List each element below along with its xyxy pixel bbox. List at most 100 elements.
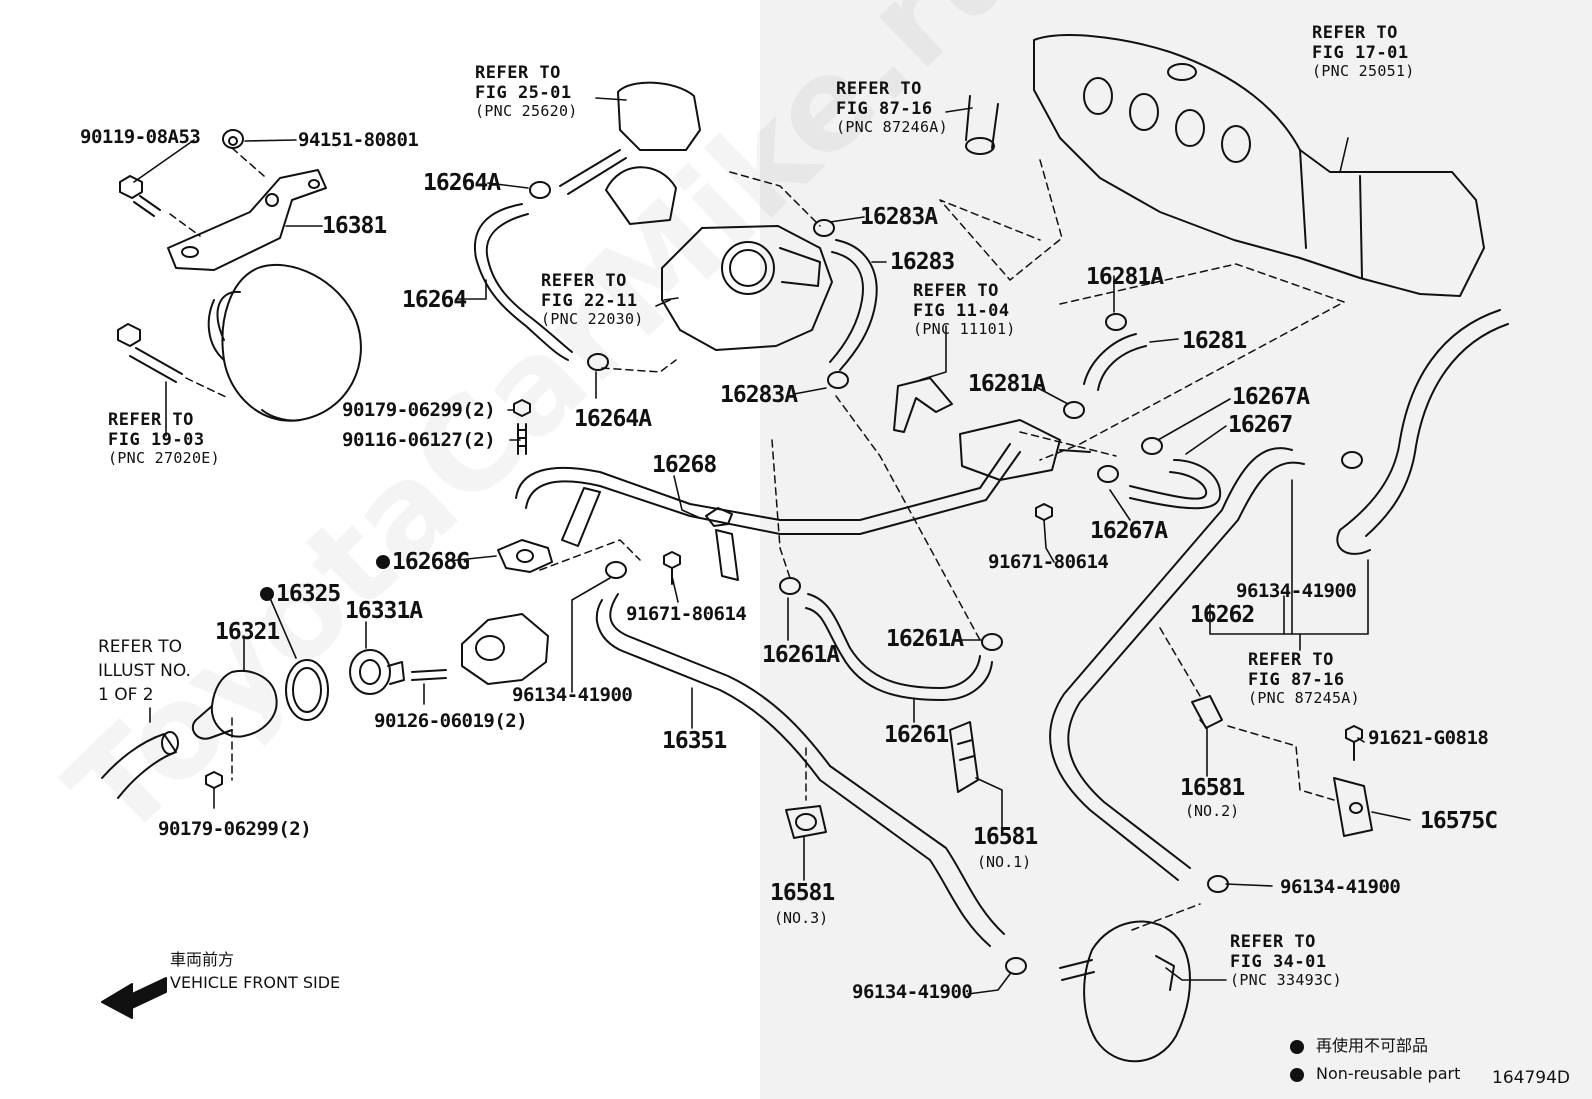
legend-dot [1290, 1040, 1304, 1054]
clamp-16264a-bot [587, 353, 609, 371]
bypass-pipe-16268 [515, 443, 1021, 547]
part-label[interactable]: 16325 [276, 581, 341, 607]
bolt-91671-b [1035, 503, 1053, 521]
part-label[interactable]: 96134-41900 [852, 981, 973, 1003]
part-label[interactable]: 16581 [770, 880, 835, 906]
water-inlet-housing [461, 613, 549, 685]
part-label[interactable]: 16283A [860, 204, 938, 230]
clamp-96134-b [1341, 451, 1363, 469]
part-label[interactable]: 16264 [402, 287, 467, 313]
part-label[interactable]: 16267 [1228, 412, 1293, 438]
part-label[interactable]: 16267A [1232, 384, 1310, 410]
part-label[interactable]: 16262 [1190, 602, 1255, 628]
thermostat-16331a [349, 649, 405, 695]
part-label[interactable]: 16575C [1420, 808, 1498, 834]
part-label[interactable]: 94151-80801 [298, 129, 419, 151]
shaded-area [760, 0, 1592, 1099]
part-label[interactable]: 16321 [215, 619, 280, 645]
part-label[interactable]: 90116-06127(2) [342, 429, 496, 451]
part-label[interactable]: 90179-06299(2) [158, 818, 312, 840]
water-union [959, 419, 1091, 481]
nut-90179-a [513, 399, 531, 417]
leader-lines [133, 97, 1411, 995]
part-label[interactable]: 16261A [886, 626, 964, 652]
legend-english: Non-reusable part [1316, 1064, 1461, 1083]
ref-line: (PNC 87245A) [1248, 689, 1360, 708]
part-label[interactable]: 16351 [662, 728, 727, 754]
stud-90116 [517, 423, 527, 455]
part-label[interactable]: 16281A [968, 371, 1046, 397]
part-label[interactable]: 96134-41900 [1280, 876, 1401, 898]
part-label[interactable]: 96134-41900 [512, 684, 633, 706]
part-label[interactable]: 16581 [1180, 775, 1245, 801]
hose-16281 [1083, 333, 1147, 391]
part-label[interactable]: 16261A [762, 642, 840, 668]
ref-fig-25-01: REFER TO FIG 25-01 (PNC 25620) [475, 63, 578, 121]
part-label[interactable]: 16261 [884, 722, 949, 748]
part-label[interactable]: 16581 [973, 824, 1038, 850]
part-label[interactable]: 91671-80614 [626, 603, 747, 625]
nut-90179-b [205, 771, 223, 789]
part-label[interactable]: 91621-G0818 [1368, 727, 1489, 749]
ref-fig-22-11: REFER TO FIG 22-11 (PNC 22030) [541, 271, 644, 329]
ref-line: FIG 22-11 [541, 290, 638, 311]
gasket-16268g [497, 539, 553, 573]
part-label[interactable]: 96134-41900 [1236, 580, 1357, 602]
ref-line: FIG 87-16 [1248, 669, 1345, 690]
part-label[interactable]: 90126-06019(2) [374, 710, 528, 732]
ref-line: (PNC 25051) [1312, 62, 1415, 81]
part-label[interactable]: 16268 [652, 452, 717, 478]
part-sublabel: (NO.2) [1185, 802, 1240, 820]
ref-line: (PNC 87246A) [836, 118, 948, 137]
part-label[interactable]: 90119-08A53 [80, 126, 201, 148]
hose-16261 [805, 593, 993, 701]
clamp-16581-no3 [785, 805, 827, 839]
ref-line: REFER TO [475, 63, 561, 83]
ref-line: (PNC 25620) [475, 102, 578, 121]
part-label[interactable]: 16268G [392, 549, 470, 575]
part-label[interactable]: 90179-06299(2) [342, 399, 496, 421]
ref-line: REFER TO [1312, 23, 1398, 43]
ref-line: REFER TO [913, 281, 999, 301]
non-reusable-marker [260, 587, 274, 601]
part-label[interactable]: 16281A [1086, 264, 1164, 290]
water-outlet-16321 [191, 670, 278, 740]
ref-fig-34-01: REFER TO FIG 34-01 (PNC 33493C) [1230, 932, 1342, 990]
bolt-90119 [119, 175, 161, 217]
direction-japanese: 車両前方 [170, 950, 235, 969]
part-label[interactable]: 16331A [345, 598, 423, 624]
ref-line: (PNC 22030) [541, 310, 644, 329]
ref-line: (PNC 33493C) [1230, 971, 1342, 990]
nut-94151 [222, 129, 244, 149]
part-label[interactable]: 16283 [890, 249, 955, 275]
ref-line: FIG 11-04 [913, 300, 1010, 321]
clamp-16581-no1 [949, 721, 979, 793]
ref-line: FIG 17-01 [1312, 42, 1409, 63]
idle-valve-25620 [559, 81, 701, 225]
bolt-long-left [117, 323, 183, 383]
ref-line: REFER TO [1230, 932, 1316, 952]
ref-line: FIG 25-01 [475, 82, 572, 103]
ref-fig-87-16-a: REFER TO FIG 87-16 (PNC 87246A) [836, 79, 948, 137]
clamp-16281a-b [1063, 401, 1085, 419]
part-label[interactable]: 16264A [423, 170, 501, 196]
clamp-96134-c [1207, 875, 1229, 893]
hose-16264 [473, 203, 573, 361]
part-label[interactable]: 16381 [322, 213, 387, 239]
hose-16351 [595, 593, 1005, 947]
dashed-lines [169, 147, 1345, 931]
part-label[interactable]: 16267A [1090, 518, 1168, 544]
clamp-16267a-top [1141, 437, 1163, 455]
part-label[interactable]: 16264A [574, 406, 652, 432]
ref-line: (PNC 27020E) [108, 449, 220, 468]
part-label[interactable]: 16281 [1182, 328, 1247, 354]
exhaust-manifold-25051 [1033, 34, 1485, 297]
part-label[interactable]: 16283A [720, 382, 798, 408]
vehicle-front-arrow [101, 977, 167, 1019]
bracket-16381 [167, 169, 327, 271]
non-reusable-marker [376, 555, 390, 569]
ref-line: REFER TO [541, 271, 627, 291]
part-label[interactable]: 91671-80614 [988, 551, 1109, 573]
